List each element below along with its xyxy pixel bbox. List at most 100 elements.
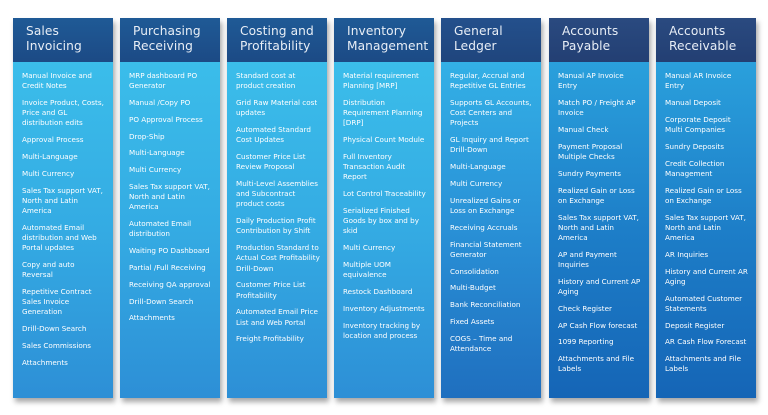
- feature-item: COGS – Time and Attendance: [450, 333, 513, 353]
- feature-item: Bank Reconciliation: [450, 300, 521, 310]
- feature-item: Multi Currency: [450, 179, 503, 188]
- feature-item: Grid Raw Material cost updates: [236, 98, 318, 118]
- feature-item: Restock Dashboard: [343, 287, 413, 296]
- feature-item: Receiving Accruals: [450, 222, 518, 232]
- module-column-sales-invoicing: Sales Invoicing Manual Invoice and Credi…: [13, 18, 113, 398]
- feature-item: Freight Profitability: [236, 334, 304, 344]
- feature-item: Financial Statement Generator: [450, 239, 522, 259]
- feature-list: Manual Invoice and Credit Notes Invoice …: [13, 62, 113, 398]
- column-title: Sales: [26, 24, 59, 38]
- feature-item: Match PO / Freight AP Invoice: [558, 98, 636, 118]
- feature-item: Supports GL Accounts, Cost Centers and P…: [450, 98, 532, 128]
- feature-item: Sundry Payments: [558, 168, 621, 178]
- feature-item: Automated Standard Cost Updates: [236, 125, 311, 145]
- feature-item: Multi-Budget: [450, 283, 496, 293]
- feature-item: Manual Invoice and Credit Notes: [22, 71, 92, 91]
- feature-item: AP Cash Flow forecast: [558, 320, 638, 330]
- feature-item: Automated Email Price List and Web Porta…: [236, 307, 318, 327]
- column-title: Payable: [562, 39, 611, 53]
- feature-item: 1099 Reporting: [558, 337, 614, 347]
- feature-item: AP and Payment Inquiries: [558, 249, 617, 269]
- feature-item: Physical Count Module: [343, 135, 425, 145]
- module-column-inventory-management: Inventory Management Material requiremen…: [334, 18, 434, 398]
- feature-item: Receiving QA approval: [129, 279, 211, 289]
- feature-item: Corporate Deposit Multi Companies: [665, 114, 731, 134]
- feature-item: Automated Email distribution and Web Por…: [22, 222, 97, 253]
- feature-item: Serialized Finished Goods by box and by …: [343, 206, 419, 236]
- feature-item: Repetitive Contract Sales Invoice Genera…: [22, 287, 92, 317]
- feature-item: Production Standard to Actual Cost Profi…: [236, 243, 320, 273]
- feature-item: GL Inquiry and Report Drill-Down: [450, 135, 529, 155]
- column-title: Profitability: [240, 39, 311, 53]
- module-column-general-ledger: General Ledger Regular, Accrual and Repe…: [441, 18, 541, 398]
- feature-item: MRP dashboard PO Generator: [129, 71, 198, 91]
- column-title: Costing and: [240, 24, 314, 38]
- feature-item: Drop-Ship: [129, 131, 165, 141]
- column-title: Accounts: [669, 24, 726, 38]
- column-title: Ledger: [454, 39, 497, 53]
- feature-item: PO Approval Process: [129, 114, 203, 124]
- module-column-accounts-receivable: Accounts Receivable Manual AR Invoice En…: [656, 18, 756, 398]
- column-header: Inventory Management: [334, 18, 434, 62]
- feature-item: History and Current AR Aging: [665, 266, 748, 286]
- module-column-accounts-payable: Accounts Payable Manual AP Invoice Entry…: [549, 18, 649, 398]
- feature-item: Attachments: [129, 313, 175, 323]
- feature-item: Credit Collection Management: [665, 158, 725, 178]
- feature-item: Sales Commissions: [22, 341, 92, 350]
- feature-item: Realized Gain or Loss on Exchange: [558, 185, 635, 205]
- feature-item: Fixed Assets: [450, 316, 495, 326]
- feature-item: Attachments and File Labels: [558, 354, 634, 374]
- feature-item: Full Inventory Transaction Audit Report: [343, 152, 406, 182]
- column-title: Management: [347, 39, 429, 53]
- feature-item: Sales Tax support VAT, North and Latin A…: [558, 212, 639, 242]
- module-column-costing-profitability: Costing and Profitability Standard cost …: [227, 18, 327, 398]
- feature-item: Material requirement Planning [MRP]: [343, 71, 419, 91]
- feature-item: Automated Customer Statements: [665, 293, 743, 313]
- feature-item: Sales Tax support VAT, North and Latin A…: [129, 181, 210, 212]
- feature-item: Standard cost at product creation: [236, 71, 296, 91]
- feature-list: MRP dashboard PO Generator Manual /Copy …: [120, 62, 220, 398]
- feature-item: Approval Process: [22, 135, 84, 145]
- feature-item: Drill-Down Search: [129, 296, 194, 306]
- feature-item: Regular, Accrual and Repetitive GL Entri…: [450, 71, 526, 91]
- feature-list: Manual AR Invoice Entry Manual Deposit C…: [656, 62, 756, 398]
- feature-item: Customer Price List Profitability: [236, 280, 306, 300]
- module-column-purchasing-receiving: Purchasing Receiving MRP dashboard PO Ge…: [120, 18, 220, 398]
- feature-item: Sales Tax support VAT, North and Latin A…: [22, 185, 103, 215]
- feature-item: Customer Price List Review Proposal: [236, 152, 306, 172]
- column-header: General Ledger: [441, 18, 541, 62]
- feature-item: Multi Currency: [22, 168, 75, 178]
- feature-item: Attachments and File Labels: [665, 354, 741, 374]
- column-title: Receiving: [133, 39, 193, 53]
- feature-item: Sundry Deposits: [665, 141, 724, 151]
- feature-item: AR Inquiries: [665, 249, 709, 259]
- feature-item: Multi Currency: [343, 243, 396, 253]
- feature-item: Multi-Level Assemblies and Subcontract p…: [236, 179, 318, 209]
- feature-item: AR Cash Flow Forecast: [665, 337, 747, 347]
- feature-item: Manual /Copy PO: [129, 98, 191, 107]
- feature-item: Multi-Language: [129, 148, 185, 158]
- feature-item: Invoice Product, Costs, Price and GL dis…: [22, 98, 104, 128]
- column-header: Sales Invoicing: [13, 18, 113, 62]
- feature-item: Inventory Adjustments: [343, 303, 425, 313]
- feature-item: Attachments: [22, 357, 68, 367]
- feature-item: Multi-Language: [22, 152, 78, 161]
- column-header: Costing and Profitability: [227, 18, 327, 62]
- feature-item: Partial /Full Receiving: [129, 262, 206, 272]
- column-title: Accounts: [562, 24, 619, 38]
- feature-item: Manual Deposit: [665, 98, 721, 107]
- column-title: Inventory: [347, 24, 407, 38]
- feature-item: Payment Proposal Multiple Checks: [558, 141, 623, 161]
- column-header: Accounts Payable: [549, 18, 649, 62]
- feature-item: Daily Production Profit Contribution by …: [236, 216, 316, 236]
- column-header: Purchasing Receiving: [120, 18, 220, 62]
- feature-item: Manual AP Invoice Entry: [558, 71, 624, 91]
- feature-item: Lot Control Traceability: [343, 189, 426, 199]
- feature-item: Manual AR Invoice Entry: [665, 71, 732, 91]
- feature-item: Manual Check: [558, 125, 609, 134]
- feature-item: Copy and auto Reversal: [22, 260, 75, 280]
- feature-item: Inventory tracking by location and proce…: [343, 320, 421, 340]
- feature-item: Automated Email distribution: [129, 219, 192, 239]
- column-title: Purchasing: [133, 24, 201, 38]
- feature-list: Manual AP Invoice Entry Match PO / Freig…: [549, 62, 649, 398]
